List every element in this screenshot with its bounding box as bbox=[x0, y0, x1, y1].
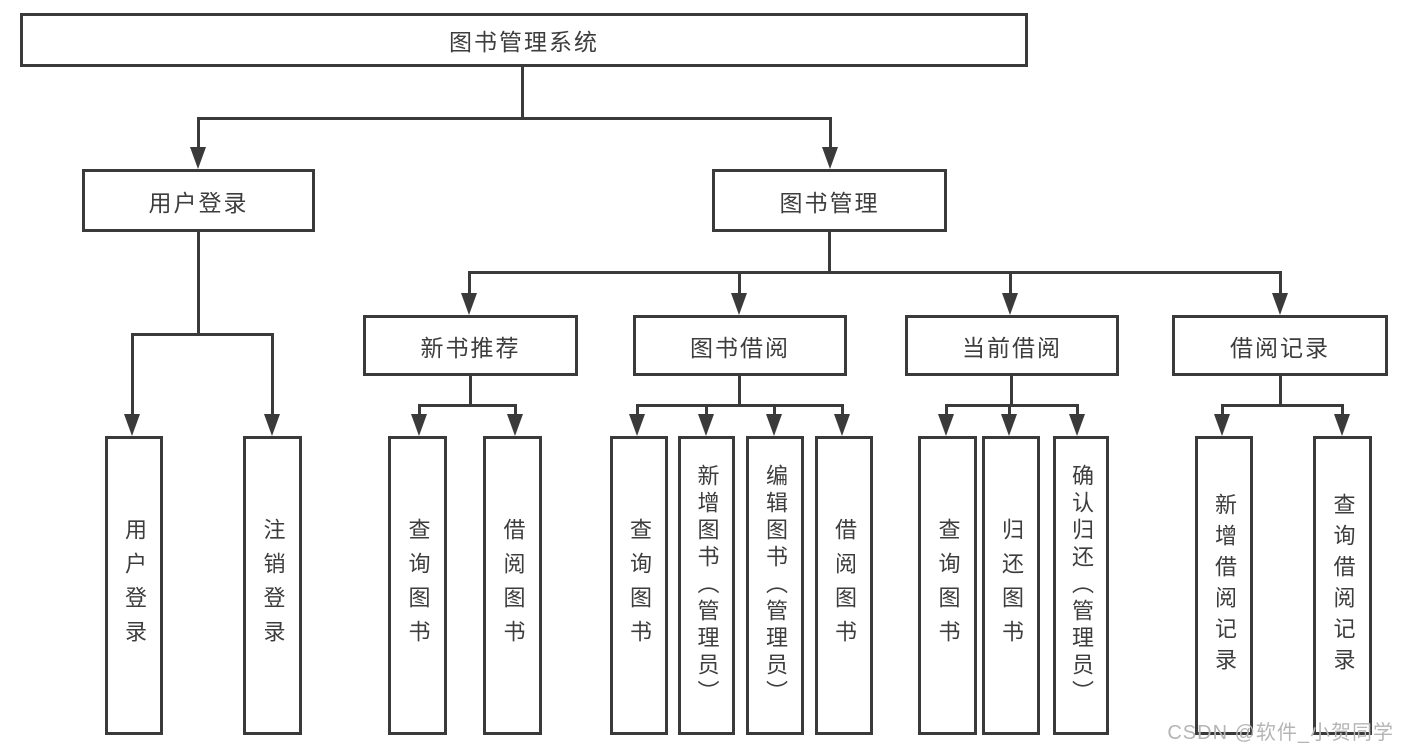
csdn-watermark: CSDN @软件_小贺同学 bbox=[1167, 722, 1394, 744]
arrowhead-icon bbox=[1002, 293, 1018, 315]
connector-line bbox=[418, 404, 517, 407]
arrowhead-icon bbox=[698, 414, 714, 436]
arrowhead-icon bbox=[731, 293, 747, 315]
arrowhead-icon bbox=[766, 414, 782, 436]
arrowhead-icon bbox=[834, 414, 850, 436]
leaf-confirm-return-admin: 确认归还（管理员） bbox=[1053, 436, 1109, 735]
leaf-query-books-3: 查询图书 bbox=[918, 436, 977, 735]
arrowhead-icon bbox=[629, 414, 645, 436]
node-borrowing-records: 借阅记录 bbox=[1172, 315, 1388, 376]
connector-line bbox=[521, 67, 524, 119]
arrowhead-icon bbox=[822, 147, 838, 169]
leaf-query-books-2: 查询图书 bbox=[610, 436, 668, 735]
arrowhead-icon bbox=[1069, 414, 1085, 436]
node-book-borrowing: 图书借阅 bbox=[633, 315, 847, 376]
connector-line bbox=[468, 271, 1282, 274]
connector-line bbox=[636, 404, 844, 407]
leaf-query-books-1: 查询图书 bbox=[388, 436, 447, 735]
connector-line bbox=[468, 271, 471, 301]
arrowhead-icon bbox=[938, 414, 954, 436]
arrowhead-icon bbox=[461, 293, 477, 315]
connector-line bbox=[1221, 404, 1344, 407]
node-current-borrowing: 当前借阅 bbox=[905, 315, 1119, 376]
connector-line bbox=[197, 117, 832, 120]
node-library-management-system: 图书管理系统 bbox=[20, 13, 1028, 67]
arrowhead-icon bbox=[1001, 414, 1017, 436]
arrowhead-icon bbox=[1214, 414, 1230, 436]
connector-line bbox=[131, 333, 274, 336]
node-user-login: 用户登录 bbox=[82, 169, 315, 232]
connector-line bbox=[1341, 404, 1344, 418]
leaf-query-borrow-record: 查询借阅记录 bbox=[1313, 436, 1372, 735]
arrowhead-icon bbox=[124, 414, 140, 436]
connector-line bbox=[1010, 376, 1013, 406]
arrowhead-icon bbox=[411, 414, 427, 436]
leaf-borrow-books-2: 借阅图书 bbox=[815, 436, 873, 735]
connector-line bbox=[1221, 404, 1224, 418]
node-book-management: 图书管理 bbox=[712, 169, 947, 232]
connector-line bbox=[197, 232, 200, 335]
node-new-book-recommend: 新书推荐 bbox=[363, 315, 578, 376]
leaf-edit-books-admin: 编辑图书（管理员） bbox=[746, 436, 804, 735]
connector-line bbox=[469, 376, 472, 406]
connector-line bbox=[945, 404, 948, 418]
connector-line bbox=[1009, 271, 1012, 301]
connector-line bbox=[828, 232, 831, 274]
leaf-add-books-admin: 新增图书（管理员） bbox=[678, 436, 735, 735]
connector-line bbox=[738, 376, 741, 406]
arrowhead-icon bbox=[1272, 293, 1288, 315]
connector-line bbox=[418, 404, 421, 418]
connector-line bbox=[197, 117, 200, 149]
connector-line bbox=[636, 404, 639, 418]
arrowhead-icon bbox=[1334, 414, 1350, 436]
connector-line bbox=[1279, 376, 1282, 406]
connector-line bbox=[1008, 404, 1011, 418]
connector-line bbox=[705, 404, 708, 418]
leaf-return-books: 归还图书 bbox=[982, 436, 1040, 735]
connector-line bbox=[841, 404, 844, 418]
connector-line bbox=[514, 404, 517, 418]
connector-line bbox=[829, 117, 832, 149]
connector-line bbox=[1076, 404, 1079, 418]
connector-line bbox=[1279, 271, 1282, 301]
connector-line bbox=[271, 333, 274, 428]
leaf-add-borrow-record: 新增借阅记录 bbox=[1195, 436, 1253, 735]
leaf-logout: 注销登录 bbox=[243, 436, 302, 735]
arrowhead-icon bbox=[264, 414, 280, 436]
arrowhead-icon bbox=[507, 414, 523, 436]
connector-line bbox=[945, 404, 1079, 407]
arrowhead-icon bbox=[190, 147, 206, 169]
leaf-user-login: 用户登录 bbox=[105, 436, 163, 735]
leaf-borrow-books-1: 借阅图书 bbox=[483, 436, 542, 735]
connector-line bbox=[131, 333, 134, 428]
connector-line bbox=[773, 404, 776, 418]
connector-line bbox=[738, 271, 741, 301]
